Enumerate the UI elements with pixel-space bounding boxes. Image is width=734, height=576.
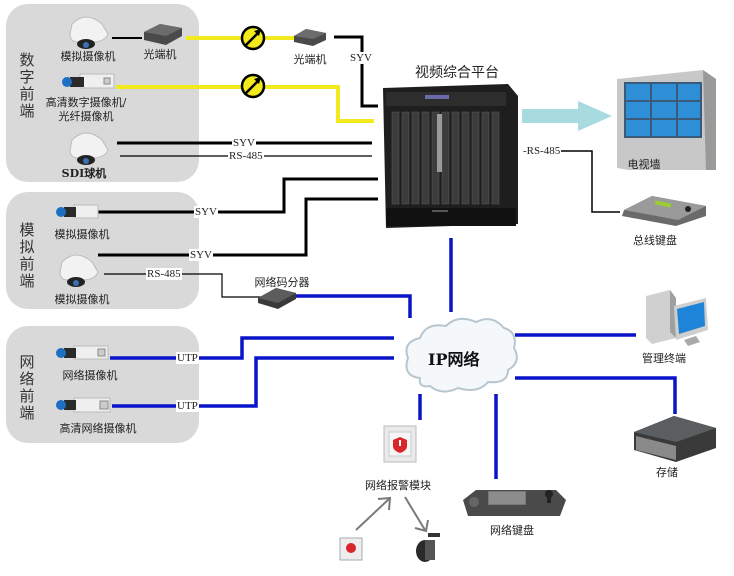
label-network-alarm-module: 网络报警模块	[365, 479, 431, 492]
box-camera-icon	[62, 73, 115, 89]
alarm-arrows	[355, 496, 429, 533]
alarm-button-icon	[339, 537, 363, 561]
label-digital-analog-camera: 模拟摄像机	[60, 50, 116, 63]
fiber-coupler-icon	[240, 25, 266, 51]
group-label-digital: 数字前端	[19, 51, 35, 120]
net-cloud-to-storage	[515, 376, 677, 414]
network-keyboard-icon	[463, 490, 566, 516]
bus-keyboard-icon	[622, 196, 706, 226]
network-decoder-icon	[258, 288, 296, 309]
siren-icon	[416, 533, 440, 562]
label-network-keyboard: 网络键盘	[490, 524, 534, 537]
label-bus-keyboard: 总线键盘	[633, 234, 677, 247]
net-utp1	[110, 336, 394, 360]
label-analog-camera-1: 模拟摄像机	[54, 228, 110, 241]
cable-tag-syv: SYV	[349, 52, 374, 64]
optical-transceiver-icon	[294, 29, 326, 46]
label-hd-network-camera: 高清网络摄像机	[59, 422, 137, 435]
network-alarm-module-icon	[383, 425, 417, 463]
group-label-analog: 模拟前端	[19, 221, 35, 290]
label-optical-transceiver-left: 光端机	[143, 48, 177, 61]
cable-tag-syv: SYV	[194, 206, 219, 218]
ip-network-cloud-icon	[405, 317, 518, 393]
label-storage: 存储	[656, 466, 678, 479]
platform-title: 视频综合平台	[415, 65, 499, 81]
label-sdi-dome: SDI球机	[61, 167, 107, 180]
cable-tag-rs485: RS-485	[228, 150, 264, 162]
video-wall-icon	[617, 70, 716, 170]
dome-camera-icon	[69, 16, 109, 49]
label-management-terminal: 管理终端	[642, 352, 686, 365]
label-optical-transceiver-right: 光端机	[293, 53, 327, 66]
cable-tag-syv: SYV	[232, 137, 257, 149]
coax-links	[98, 35, 620, 298]
net-decoder-to-cloud	[296, 294, 412, 318]
cable-tag-utp: UTP	[176, 400, 199, 412]
box-camera-icon	[56, 397, 111, 413]
fiber-line-hd	[116, 85, 374, 123]
rs485-analog-to-decoder	[104, 273, 262, 298]
box-camera-icon	[56, 345, 109, 360]
net-utp2	[112, 356, 394, 408]
label-hd-digital-camera-1: 高清数字摄像机/	[45, 96, 127, 109]
label-video-wall: 电视墙	[627, 158, 661, 171]
group-label-network: 网络前端	[19, 353, 35, 422]
cable-tag-syv: SYV	[189, 249, 214, 261]
label-network-camera: 网络摄像机	[62, 369, 118, 382]
storage-icon	[634, 416, 716, 462]
rs485-to-keyboard	[560, 150, 620, 213]
label-network-decoder: 网络码分器	[254, 276, 310, 289]
management-terminal-icon	[646, 290, 708, 346]
fiber-coupler-icon	[240, 73, 266, 99]
coax-analog1	[98, 177, 378, 214]
cable-tag-rs485: RS-485	[146, 268, 182, 280]
ip-network-label: IP网络	[428, 350, 480, 369]
dome-camera-icon	[69, 132, 109, 165]
optical-transceiver-icon	[144, 24, 182, 45]
box-camera-icon	[56, 204, 99, 219]
label-hd-digital-camera-2: 光纤摄像机	[58, 110, 114, 123]
coax-transceiver-to-platform	[334, 35, 378, 108]
coax-analog2	[98, 197, 378, 257]
label-analog-camera-2: 模拟摄像机	[54, 293, 110, 306]
dome-camera-icon	[59, 254, 99, 287]
cable-tag-utp: UTP	[176, 352, 199, 364]
video-platform-chassis-icon	[383, 84, 518, 228]
cable-tag-rs485: -RS-485	[522, 145, 562, 157]
output-arrow	[522, 101, 612, 131]
